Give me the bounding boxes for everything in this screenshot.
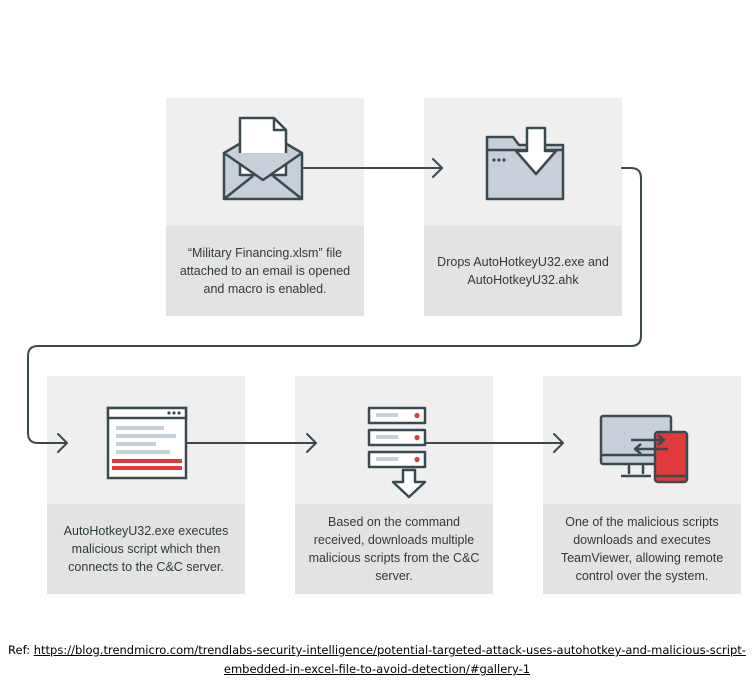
server-download-icon	[367, 406, 427, 499]
step-2-card: Drops AutoHotkeyU32.exe and AutoHotkeyU3…	[424, 98, 622, 316]
remote-devices-icon	[599, 414, 689, 484]
reference-link-line-1[interactable]: https://blog.trendmicro.com/trendlabs-se…	[33, 643, 746, 657]
arrow-2-to-3	[27, 167, 642, 453]
step-4-text: Based on the command received, downloads…	[295, 504, 493, 594]
folder-download-icon	[485, 126, 565, 201]
reference-prefix: Ref:	[8, 643, 34, 657]
envelope-document-icon	[222, 116, 304, 201]
arrow-3-to-4	[186, 433, 317, 453]
script-window-icon	[106, 406, 188, 480]
flow-diagram	[27, 116, 689, 499]
step-5-text: One of the malicious scripts downloads a…	[543, 504, 741, 594]
arrow-4-to-5	[424, 433, 564, 453]
arrow-1-to-2	[302, 158, 443, 178]
reference-link-line-2[interactable]: embedded-in-excel-file-to-avoid-detectio…	[223, 662, 531, 676]
step-3-text: AutoHotkeyU32.exe executes malicious scr…	[47, 504, 245, 594]
reference-footer: Ref: https://blog.trendmicro.com/trendla…	[0, 641, 754, 679]
step-1-text: “Military Financing.xlsm” file attached …	[166, 226, 364, 316]
step-5-card: One of the malicious scripts downloads a…	[543, 376, 741, 594]
step-2-text: Drops AutoHotkeyU32.exe and AutoHotkeyU3…	[424, 226, 622, 316]
